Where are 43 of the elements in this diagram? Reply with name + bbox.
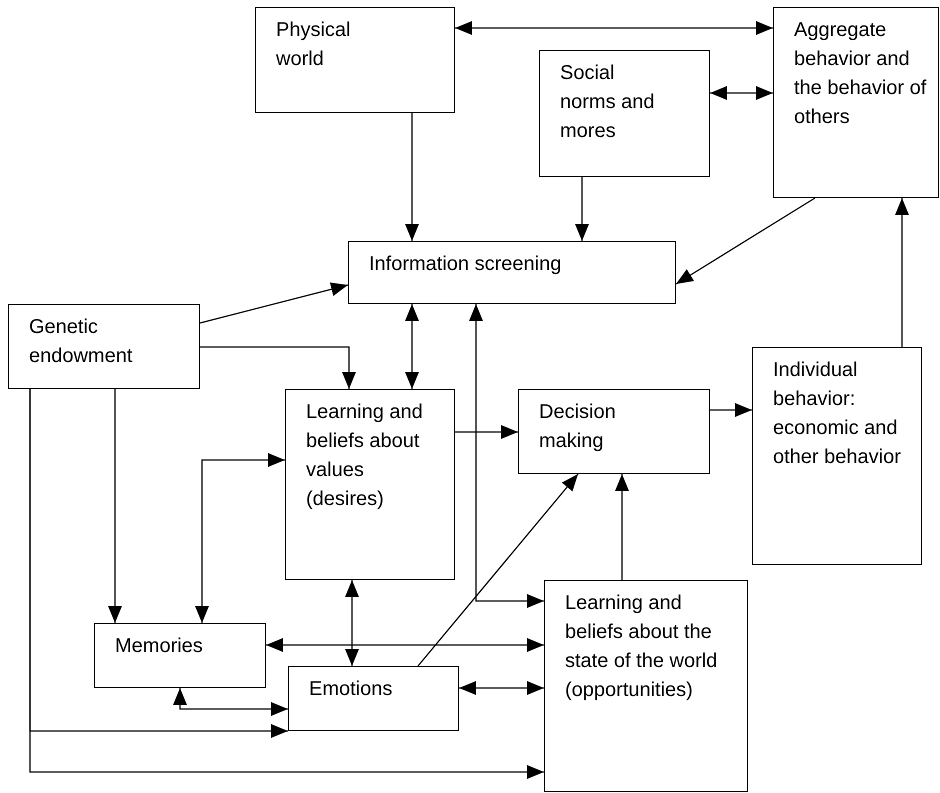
- box-label: Memories: [115, 634, 204, 659]
- arrow: [405, 113, 419, 241]
- process-box: [285, 389, 455, 580]
- box-label: Social norms and mores: [560, 61, 656, 144]
- arrow: [345, 580, 359, 666]
- arrow: [200, 282, 348, 324]
- arrow: [455, 425, 518, 439]
- arrow: [266, 638, 544, 652]
- arrow: [615, 474, 629, 580]
- arrow: [195, 453, 285, 623]
- process-box: [544, 580, 748, 792]
- box-label: Emotions: [309, 677, 394, 702]
- arrow: [575, 177, 589, 241]
- process-box: [94, 623, 266, 688]
- arrow: [418, 474, 578, 666]
- process-box: [539, 50, 710, 177]
- arrow: [676, 197, 816, 285]
- arrow: [895, 198, 909, 347]
- box-label: Learning and beliefs about values (desires): [306, 400, 424, 512]
- process-box: [348, 241, 676, 304]
- process-box: [518, 389, 710, 474]
- process-box: [255, 7, 455, 113]
- process-box: [773, 7, 939, 198]
- arrow: [459, 681, 544, 695]
- arrow: [200, 346, 356, 389]
- process-box: [752, 347, 922, 565]
- arrow: [173, 688, 288, 716]
- box-label: Learning and beliefs about the state of the world (opportunities): [565, 591, 718, 703]
- box-label: Information screening: [369, 252, 562, 277]
- arrow: [710, 403, 752, 417]
- process-box: [8, 304, 200, 389]
- box-label: Decision making: [539, 400, 617, 454]
- arrow: [710, 86, 773, 100]
- arrow: [29, 389, 544, 779]
- box-label: Physical world: [276, 18, 352, 72]
- process-box: [288, 666, 459, 731]
- arrow: [405, 304, 419, 389]
- box-label: Aggregate behavior and the behavior of others: [794, 18, 928, 130]
- arrow: [455, 21, 773, 35]
- arrow: [469, 304, 544, 608]
- arrow: [108, 389, 122, 623]
- box-label: Individual behavior: economic and other behavior: [773, 358, 902, 470]
- box-label: Genetic endowment: [29, 315, 134, 369]
